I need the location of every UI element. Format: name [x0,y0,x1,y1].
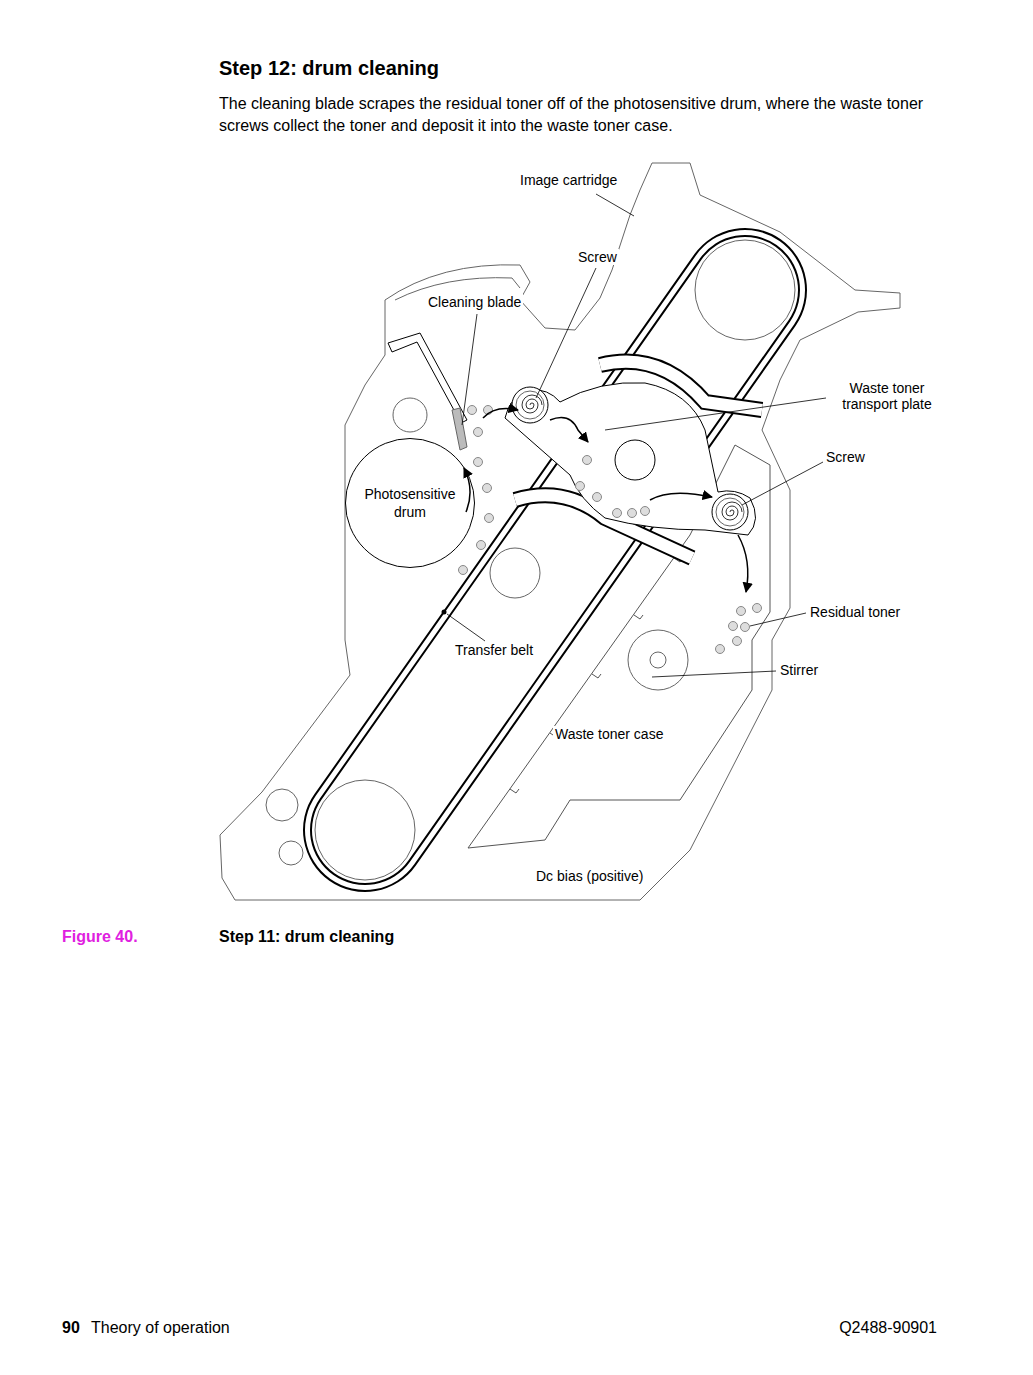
part-label: Stirrer [778,662,820,678]
toner-dot [613,509,622,518]
transfer-belt [365,290,745,830]
leader-lines [447,194,826,677]
flow-arrows [464,409,748,592]
leader-line [462,314,477,425]
stirrer-hub [650,652,666,668]
screw-spiral [722,502,742,520]
part-label: Transfer belt [453,642,535,658]
leader-line [536,268,596,398]
figure-caption: Step 11: drum cleaning [219,928,394,946]
toner-dot [753,604,762,613]
plate-shaft [615,440,655,480]
toner-dot [474,428,483,437]
small-roller [279,841,303,865]
drum-circle: Photosensitive drum [345,438,475,568]
flow-arrow [550,418,588,442]
transfer-belt [365,290,745,830]
screw [512,387,548,423]
part-label: Image cartridge [518,172,619,188]
leader-line [652,671,776,677]
footer-text: Theory of operation [91,1319,230,1337]
node-text: Photosensitive drum [359,485,460,521]
leader-line [750,613,806,626]
flow-arrow [483,409,518,418]
cleaning-blade [452,408,467,450]
flow-arrow [650,493,712,500]
leader-line [742,462,823,505]
toner-dot [477,541,486,550]
screw-spiral [522,395,542,413]
screw [712,494,748,530]
leader-line [596,194,634,216]
heading: Step 12: drum cleaning [219,57,439,80]
body-text: The cleaning blade scrapes the residual … [219,93,947,138]
toner-dot [733,637,742,646]
toner-dot [459,566,468,575]
toner-dot [716,645,725,654]
toner-dot [485,514,494,523]
part-label: Screw [576,249,619,265]
leader-line [447,614,485,641]
document-number: Q2488-90901 [839,1319,937,1337]
toner-dot [483,484,492,493]
toner-dot [737,607,746,616]
flow-arrow [738,535,748,592]
part-label: Cleaning blade [426,294,523,310]
belt-roller [315,780,415,880]
figure-number: Figure 40. [62,928,138,946]
belt-roller [695,240,795,340]
toner-dot [474,458,483,467]
cartridge-housing [220,163,900,900]
toner-dot [583,456,592,465]
stirrer [628,630,688,690]
leader-line [605,398,826,430]
toner-dot [741,623,750,632]
part-label: Waste toner transport plate [829,380,945,412]
part-label: Waste toner case [553,726,665,742]
roller [393,398,427,432]
screw [516,391,544,419]
toner-dot [641,507,650,516]
waste-toner-transport-plate [505,383,756,535]
roller [490,548,540,598]
transfer-belt [365,290,745,830]
toner-dot [628,509,637,518]
dot [442,610,447,615]
transfer-belt [365,290,745,830]
rotation-arrow [464,468,470,512]
toner-dot [593,493,602,502]
toner-particles [459,406,762,654]
toner-dot [729,622,738,631]
screw [716,498,744,526]
part-label: Dc bias (positive) [534,868,645,884]
node-outline [345,438,475,568]
small-roller [266,789,298,821]
page-number: 90 [62,1319,80,1337]
part-label: Residual toner [808,604,902,620]
drum-outline [346,439,475,568]
toner-dot [468,406,477,415]
toner-dot [576,482,585,491]
part-label: Screw [824,449,867,465]
